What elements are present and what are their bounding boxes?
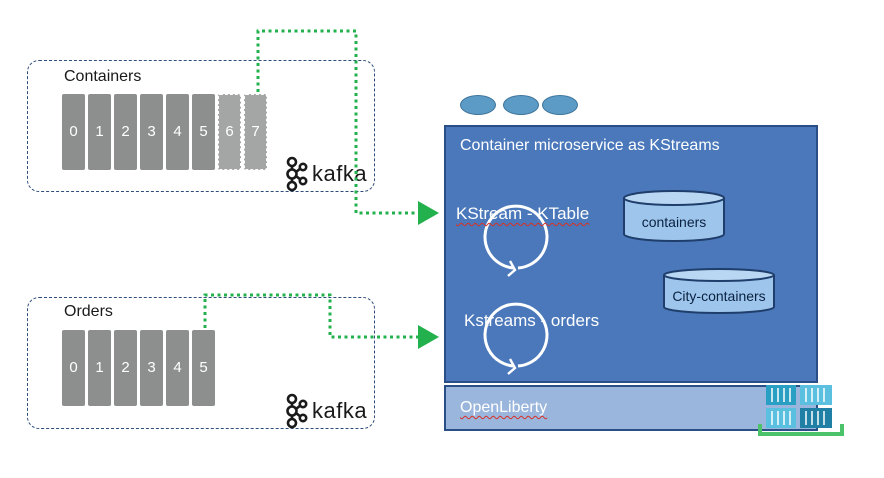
partition: 1: [88, 330, 111, 406]
kafka-icon: [286, 156, 308, 192]
store-label: containers: [641, 214, 707, 230]
partition: 0: [62, 330, 85, 406]
platform-label: OpenLiberty: [460, 399, 548, 416]
orders-topic-title: Orders: [64, 303, 113, 320]
orders-partitions: 0 1 2 3 4 5: [62, 330, 222, 406]
partition: 0: [62, 94, 85, 170]
cylinder-icon: [663, 268, 775, 314]
kafka-icon: [286, 393, 308, 429]
containers-topic-title: Containers: [64, 68, 142, 85]
endpoint-bubble: [503, 95, 539, 115]
containers-flow-arrow: [256, 29, 439, 225]
loop-icon: [483, 204, 549, 375]
containers-topic-group: Containers 0 1 2 3 4 5 6 7: [27, 60, 375, 192]
partition-new: 7: [244, 94, 267, 170]
partition-new: 6: [218, 94, 241, 170]
kafka-brand-label: kafka: [312, 398, 368, 423]
openliberty-platform: OpenLiberty: [444, 385, 818, 431]
partition: 2: [114, 94, 137, 170]
endpoint-bubble: [460, 95, 496, 115]
partition: 2: [114, 330, 137, 406]
partition: 1: [88, 94, 111, 170]
containers-partitions: 0 1 2 3 4 5 6 7: [62, 94, 277, 170]
kstreams-microservice: Container microservice as KStreams KStre…: [444, 125, 818, 383]
partition: 3: [140, 330, 163, 406]
partition: 5: [192, 94, 215, 170]
cylinder-icon: [623, 190, 725, 242]
orders-flow-arrow: [203, 293, 439, 349]
processor-kstream-ktable: KStream - KTable: [456, 204, 590, 223]
store-city-containers: City-containers: [662, 268, 776, 314]
processor-kstreams-orders: Kstreams - orders: [464, 311, 600, 330]
endpoint-bubble: [542, 95, 578, 115]
service-title: Container microservice as KStreams: [460, 137, 720, 155]
orders-topic-group: Orders 0 1 2 3 4 5: [27, 297, 375, 429]
store-containers: containers: [622, 190, 726, 242]
service-title-text: Container microservice as KStreams: [460, 137, 720, 154]
kafka-logo: kafka: [284, 393, 367, 429]
partition: 4: [166, 330, 189, 406]
partition: 3: [140, 94, 163, 170]
partition: 4: [166, 94, 189, 170]
store-label: City-containers: [672, 288, 766, 304]
partition: 5: [192, 330, 215, 406]
